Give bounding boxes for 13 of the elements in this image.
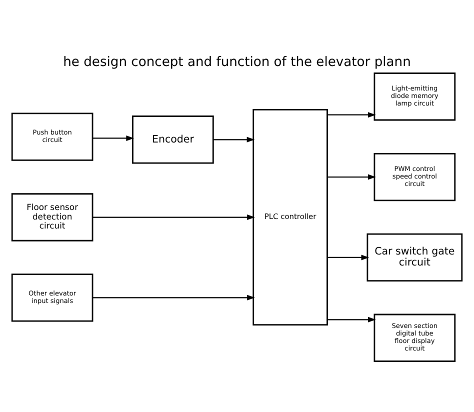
node-box: PLC controller xyxy=(252,108,328,325)
arrow xyxy=(213,136,255,142)
node-box: Floor sensor detection circuit xyxy=(11,192,94,241)
arrow xyxy=(92,294,255,300)
arrow xyxy=(92,214,255,220)
node-box: Car switch gate circuit xyxy=(366,232,463,282)
arrow xyxy=(327,112,376,118)
node-box: Encoder xyxy=(132,115,214,164)
diagram-title: he design concept and function of the elevator plann xyxy=(63,54,411,70)
arrow xyxy=(327,316,376,322)
arrow xyxy=(92,134,134,140)
arrow xyxy=(327,174,376,180)
arrow xyxy=(327,254,370,260)
